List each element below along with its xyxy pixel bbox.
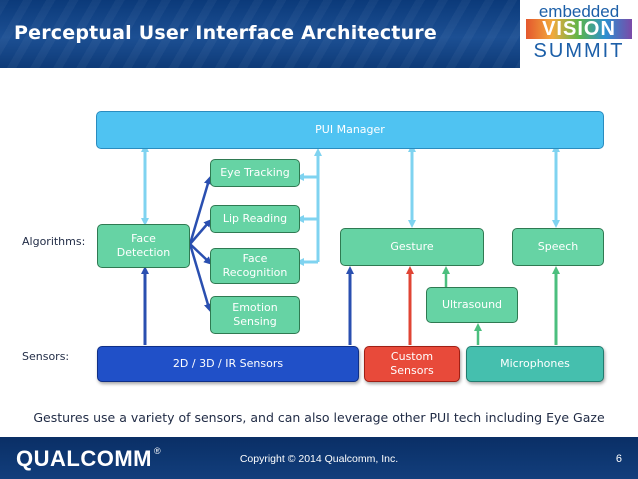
footer-bar: QUALCOMM® Copyright © 2014 Qualcomm, Inc… <box>0 437 638 479</box>
algorithms-row-label: Algorithms: <box>22 235 86 248</box>
qualcomm-logo: QUALCOMM® <box>16 446 161 472</box>
face-recognition-box: Face Recognition <box>210 248 300 284</box>
arrow-fd-recog <box>189 243 212 265</box>
custom-sensors-box: Custom Sensors <box>364 346 460 382</box>
ultrasound-label: Ultrasound <box>441 298 503 311</box>
emotion-sensing-box: Emotion Sensing <box>210 296 300 334</box>
trademark-mark: ® <box>153 446 162 456</box>
lip-reading-label: Lip Reading <box>222 212 288 225</box>
logo-line-embedded: embedded <box>538 2 620 21</box>
arrow-fd-lip <box>189 218 212 245</box>
eye-tracking-box: Eye Tracking <box>210 159 300 187</box>
title-bar-texture <box>0 0 520 68</box>
microphones-box: Microphones <box>466 346 604 382</box>
embedded-vision-summit-logo: embedded VISION SUMMIT <box>520 0 638 68</box>
pui-manager-label: PUI Manager <box>315 123 385 136</box>
title-bar: Perceptual User Interface Architecture e… <box>0 0 638 68</box>
ultrasound-box: Ultrasound <box>426 287 518 323</box>
qualcomm-wordmark: QUALCOMM <box>16 446 152 471</box>
gesture-label: Gesture <box>390 240 434 253</box>
copyright-text: Copyright © 2014 Qualcomm, Inc. <box>239 453 399 465</box>
arrow-fd-emotion <box>188 243 212 312</box>
face-detection-label: Face Detection <box>116 232 171 259</box>
pui-manager-box: PUI Manager <box>96 111 604 149</box>
face-recognition-label: Face Recognition <box>222 252 288 279</box>
ir-sensors-box: 2D / 3D / IR Sensors <box>97 346 359 382</box>
eye-tracking-label: Eye Tracking <box>220 166 290 179</box>
microphones-label: Microphones <box>500 357 570 370</box>
speech-box: Speech <box>512 228 604 266</box>
slide-title: Perceptual User Interface Architecture <box>14 22 437 44</box>
arrow-fd-eye <box>188 176 212 245</box>
sensors-row-label: Sensors: <box>22 350 70 363</box>
lip-reading-box: Lip Reading <box>210 205 300 233</box>
gesture-box: Gesture <box>340 228 484 266</box>
speech-label: Speech <box>537 240 579 253</box>
page-number: 6 <box>615 453 622 465</box>
emotion-sensing-label: Emotion Sensing <box>232 301 278 328</box>
custom-sensors-label: Custom Sensors <box>390 350 434 377</box>
face-detection-box: Face Detection <box>97 224 190 268</box>
ir-sensors-label: 2D / 3D / IR Sensors <box>172 357 284 370</box>
slide-caption: Gestures use a variety of sensors, and c… <box>33 410 605 425</box>
logo-line-summit: SUMMIT <box>533 40 625 62</box>
logo-line-vision: VISION <box>526 19 632 39</box>
